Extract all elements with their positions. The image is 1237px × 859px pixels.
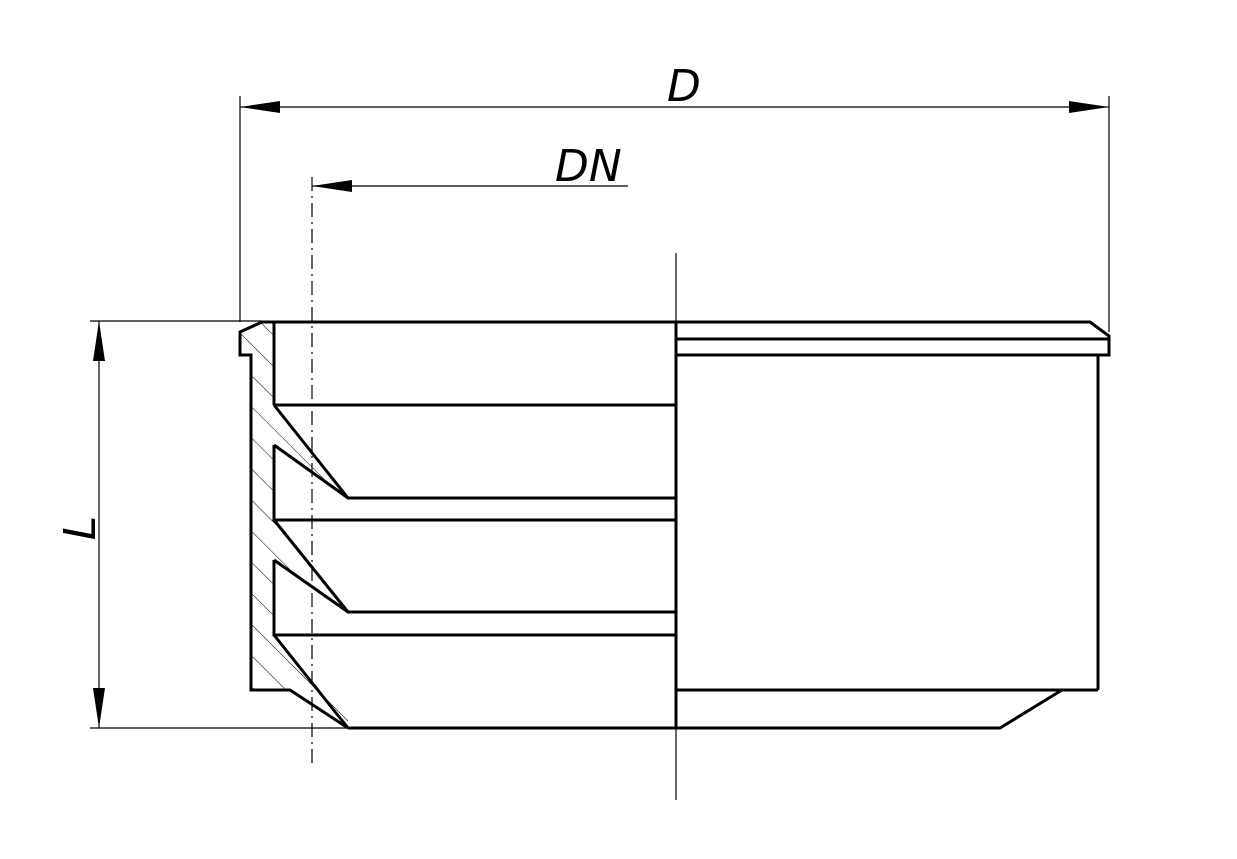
l-label: L	[55, 516, 106, 541]
dn-label: DN	[555, 141, 622, 192]
l-arrow-bottom	[93, 688, 105, 728]
dn-arrow-left	[312, 180, 352, 192]
dimension-dn: DN	[312, 141, 628, 192]
seal-lip-2-slope	[273, 558, 349, 614]
d-label: D	[667, 61, 701, 112]
flange-top-outline	[676, 320, 1111, 357]
exterior-view	[674, 320, 1111, 730]
d-arrow-left	[240, 101, 280, 113]
l-arrow-top	[93, 321, 105, 361]
dimension-l: L	[55, 320, 348, 729]
dimension-d: D	[239, 61, 1110, 332]
seal-lip-3	[272, 634, 350, 729]
chamfer-bottom	[676, 688, 1063, 730]
section-profile	[238, 320, 676, 730]
wall-outer-profile	[238, 320, 349, 730]
d-arrow-right	[1069, 101, 1109, 113]
seal-lip-1-slope	[273, 443, 349, 500]
